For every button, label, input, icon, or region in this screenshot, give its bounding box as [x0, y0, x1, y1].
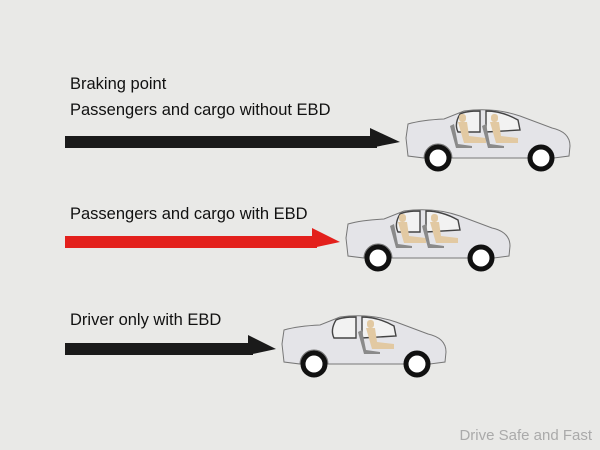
arrow-row2: [65, 228, 340, 248]
watermark: Drive Safe and Fast: [459, 427, 592, 444]
row1-label: Passengers and cargo without EBD: [70, 101, 331, 119]
car-driver-only-ebd: [282, 316, 446, 375]
car-full-load-no-ebd: [406, 110, 570, 169]
row2-label: Passengers and cargo with EBD: [70, 205, 308, 223]
braking-point-heading: Braking point: [70, 75, 167, 93]
row3-label: Driver only with EBD: [70, 311, 222, 329]
arrow-row1: [65, 128, 400, 148]
car-full-load-ebd: [346, 210, 510, 269]
arrow-row3: [65, 335, 276, 355]
